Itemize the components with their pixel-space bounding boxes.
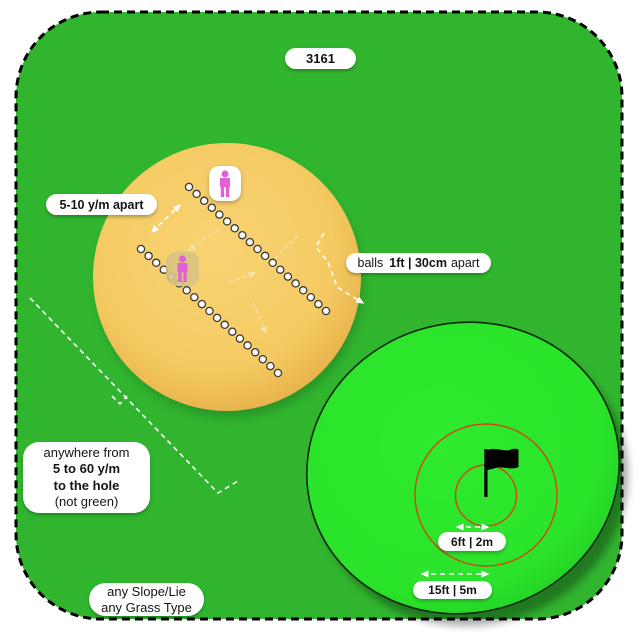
inner-ring-text: 6ft | 2m <box>450 534 494 549</box>
walk-arrow-icon <box>187 229 219 251</box>
ball-icon <box>298 286 308 295</box>
ball-icon <box>314 299 323 309</box>
ball-icon <box>215 210 224 219</box>
hit-path-chevron-icon <box>111 395 128 406</box>
ball-icon <box>192 189 201 199</box>
ball-icon <box>144 251 153 261</box>
ball-icon <box>283 272 293 281</box>
ball-icon <box>266 361 275 371</box>
outer-ring-label: 15ft | 5m <box>413 581 492 599</box>
ball-icon <box>260 251 270 261</box>
player-1 <box>209 166 241 201</box>
ball-icon <box>291 279 300 288</box>
ball-spacing-prefix: balls <box>357 256 384 270</box>
anywhere-line-3: to the hole <box>53 477 120 493</box>
ball-icon <box>220 320 229 330</box>
ball-icon <box>197 299 207 309</box>
anywhere-line-1: anywhere from <box>43 444 130 460</box>
player-2 <box>166 252 199 286</box>
anywhere-line-4: (not green) <box>54 494 119 509</box>
ball-icon <box>228 327 237 336</box>
ball-icon <box>136 244 146 254</box>
conditions-label: any Slope/Lie any Grass Type <box>89 583 204 616</box>
ball-icon <box>212 313 222 323</box>
ball-icon <box>207 203 217 212</box>
outer-ring-text: 15ft | 5m <box>428 583 477 597</box>
ball-icon <box>250 348 260 357</box>
ball-icon <box>276 265 285 274</box>
drill-number: 3161 <box>306 51 335 66</box>
ball-icon <box>321 306 331 316</box>
balls-path-dashed <box>315 232 365 304</box>
walk-arrow-icon <box>252 302 267 335</box>
ball-icon <box>268 258 277 268</box>
drill-number-badge: 3161 <box>285 48 356 69</box>
ball-icon <box>238 230 247 240</box>
area-dashed-border <box>14 10 624 621</box>
conditions-line-1: any Slope/Lie <box>107 584 186 599</box>
ball-icon <box>273 368 283 378</box>
row-spacing-label: 5-10 y/m apart <box>46 194 157 215</box>
row-spacing-text: 5-10 y/m apart <box>59 197 144 212</box>
ball-icon <box>306 292 316 302</box>
conditions-line-2: any Grass Type <box>101 599 192 615</box>
putting-green <box>305 321 621 615</box>
anywhere-instruction-box: anywhere from 5 to 60 y/m to the hole (n… <box>23 442 150 513</box>
ball-icon <box>258 354 268 364</box>
ball-icon <box>243 341 252 350</box>
ball-icon <box>184 182 194 192</box>
ball-icon <box>182 286 191 295</box>
inner-ring-label: 6ft | 2m <box>438 532 506 551</box>
ball-spacing-suffix: apart <box>450 256 480 270</box>
hit-path-dashed <box>29 297 239 495</box>
ball-icon <box>222 217 232 226</box>
anywhere-line-2: 5 to 60 y/m <box>52 461 121 476</box>
ball-icon <box>199 196 209 206</box>
flag-icon <box>484 448 519 497</box>
putting-green-group <box>305 321 629 626</box>
ball-spacing-value: 1ft | 30cm <box>389 256 447 270</box>
ball-icon <box>205 306 214 316</box>
row-spacing-double-arrow-icon <box>150 203 182 234</box>
ball-icon <box>245 237 255 247</box>
ball-icon <box>151 258 161 268</box>
ball-icon <box>253 244 262 254</box>
ball-icon <box>230 224 239 233</box>
walk-arrow-icon <box>229 271 257 283</box>
outer-ring <box>414 423 558 567</box>
ball-icon <box>190 292 199 302</box>
ball-icon <box>235 334 245 343</box>
